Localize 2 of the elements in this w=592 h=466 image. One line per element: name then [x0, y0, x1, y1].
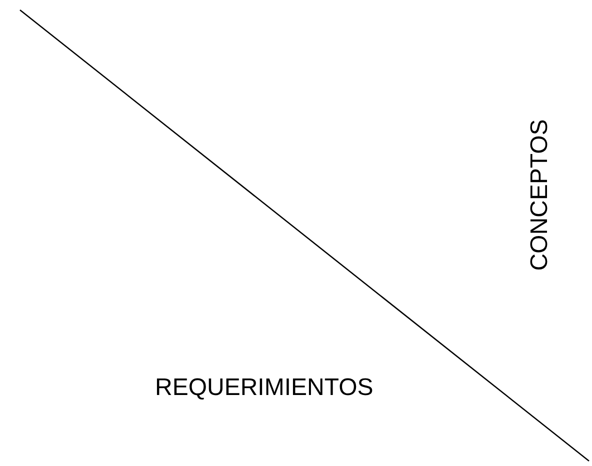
section-label: REQUERIMIENTOS — [155, 376, 374, 400]
section-label: CONCEPTOS — [528, 119, 552, 271]
